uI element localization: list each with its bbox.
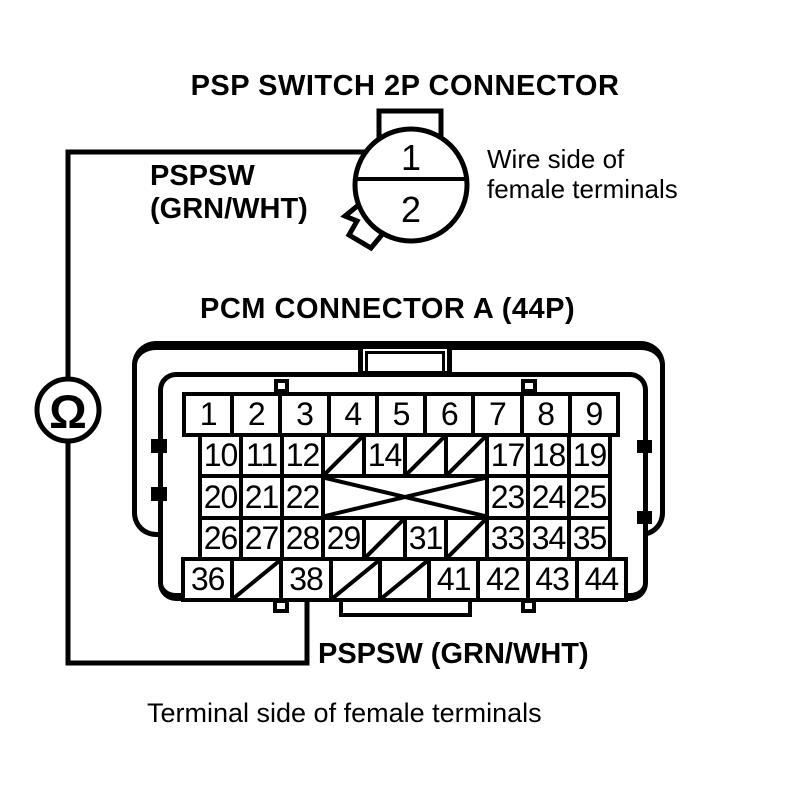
pcm-pin-7: 7	[471, 392, 524, 437]
pcm-pin-14: 14	[362, 433, 407, 478]
pcm-title: PCM CONNECTOR A (44P)	[200, 293, 576, 325]
pcm-pin-9: 9	[567, 392, 620, 437]
pcm-pin-2: 2	[230, 392, 283, 437]
ohmmeter-circle	[34, 376, 102, 444]
pcm-pin-41: 41	[427, 557, 481, 602]
wire-side-note: Wire side of female terminals	[487, 144, 678, 204]
pcm-pin-17: 17	[485, 433, 530, 478]
pcm-pin-6: 6	[423, 392, 476, 437]
pcm-pin-4: 4	[326, 392, 379, 437]
pcm-pin-1: 1	[182, 392, 235, 437]
pcm-pin-10: 10	[198, 433, 243, 478]
pspsw-top-label: PSPSW (GRN/WHT)	[150, 160, 308, 226]
psp-connector-body	[352, 126, 470, 244]
pcm-pin-23: 23	[485, 474, 530, 520]
test-lead-wire	[65, 149, 375, 666]
pcm-pin-8: 8	[519, 392, 572, 437]
pcm-pin-33: 33	[485, 516, 530, 561]
pcm-pin-19: 19	[567, 433, 612, 478]
pcm-pin-slot-blocked	[444, 516, 489, 561]
pcm-pin-43: 43	[525, 557, 579, 602]
pcm-pin-28: 28	[280, 516, 325, 561]
pspsw-bottom-label: PSPSW (GRN/WHT)	[318, 638, 589, 670]
pcm-pin-slot-blocked	[403, 433, 448, 478]
blocked-slot-diagonal-icon	[366, 520, 403, 557]
pcm-pin-35: 35	[567, 516, 612, 561]
pcm-pin-12: 12	[280, 433, 325, 478]
pcm-pin-21: 21	[239, 474, 284, 520]
pcm-top-key-left	[274, 379, 289, 393]
pcm-clip-right-upper	[637, 440, 652, 453]
blocked-slot-diagonal-icon	[448, 520, 485, 557]
pcm-pin-slot-blocked	[328, 557, 382, 602]
pcm-pin-22: 22	[280, 474, 325, 520]
pcm-pin-slot-crossed	[321, 474, 489, 520]
ohmmeter-symbol: Ω	[49, 385, 87, 438]
pcm-pin-20: 20	[198, 474, 243, 520]
pcm-pin-11: 11	[239, 433, 284, 478]
wire-side-note-line2: female terminals	[487, 174, 678, 204]
pcm-pin-18: 18	[526, 433, 571, 478]
pcm-pin-26: 26	[198, 516, 243, 561]
blocked-slot-diagonal-icon	[325, 437, 362, 474]
psp-terminal-2: 2	[400, 189, 422, 230]
pcm-pin-29: 29	[321, 516, 366, 561]
pcm-pin-27: 27	[239, 516, 284, 561]
terminal-side-note: Terminal side of female terminals	[147, 698, 542, 728]
pcm-pin-5: 5	[374, 392, 428, 437]
pcm-clip-left-upper	[151, 439, 167, 453]
pcm-clip-left-lower	[151, 487, 167, 501]
pcm-pin-36: 36	[181, 557, 235, 602]
pcm-pin-3: 3	[278, 392, 331, 437]
pcm-pin-25: 25	[567, 474, 612, 520]
wire-side-note-line1: Wire side of	[487, 144, 625, 174]
blocked-slot-diagonal-icon	[407, 437, 444, 474]
pcm-pin-34: 34	[526, 516, 571, 561]
pcm-pin-slot-blocked	[377, 557, 432, 602]
pspsw-top-label-line2: (GRN/WHT)	[150, 193, 308, 225]
blocked-slot-diagonal-icon	[333, 561, 378, 598]
pcm-pin-slot-blocked	[230, 557, 284, 602]
pspsw-top-label-line1: PSPSW	[150, 160, 255, 192]
blocked-slot-diagonal-icon	[325, 478, 485, 516]
pcm-top-tab-inner	[365, 351, 445, 371]
psp-terminal-1: 1	[400, 137, 422, 178]
pcm-pin-slot-blocked	[321, 433, 366, 478]
psp-switch-title: PSP SWITCH 2P CONNECTOR	[190, 70, 620, 102]
pcm-clip-right-lower	[637, 511, 652, 524]
pcm-pin-slot-blocked	[444, 433, 489, 478]
pcm-pin-38: 38	[279, 557, 333, 602]
blocked-slot-diagonal-icon	[382, 561, 427, 598]
pcm-pin-24: 24	[526, 474, 571, 520]
pcm-pin-42: 42	[476, 557, 530, 602]
pcm-top-key-right	[521, 379, 537, 393]
blocked-slot-diagonal-icon	[448, 437, 485, 474]
pcm-pin-31: 31	[403, 516, 448, 561]
blocked-slot-diagonal-icon	[234, 561, 279, 598]
pcm-pin-44: 44	[574, 557, 628, 602]
pcm-pin-slot-blocked	[362, 516, 407, 561]
